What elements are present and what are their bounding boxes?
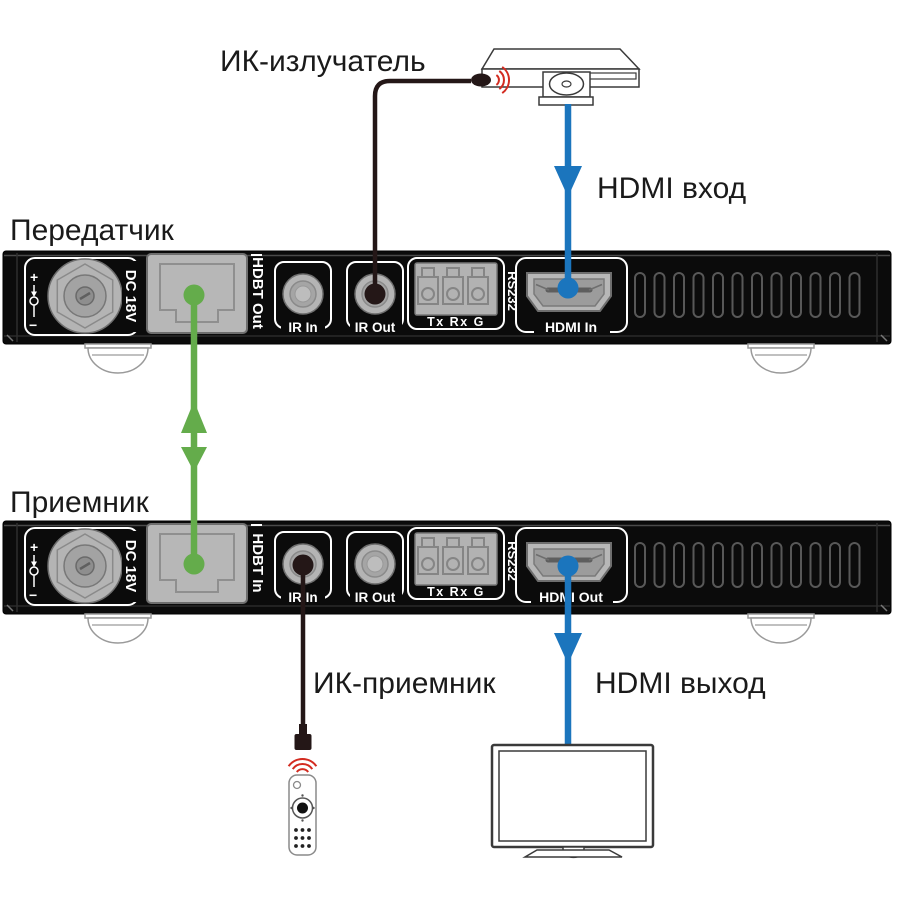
ir-out-group: IR Out — [346, 261, 404, 335]
dc-minus-label: − — [29, 317, 37, 333]
device-foot-right — [747, 343, 815, 374]
receiver-title: Приемник — [10, 486, 150, 519]
ir-out-plug — [364, 283, 386, 305]
hdbt-link-cable — [181, 284, 207, 575]
ir-emitter-callout: ИК-излучатель — [220, 45, 426, 78]
receiver-device: + − DC 18V HDBT In IR In — [2, 520, 892, 644]
hdmi-signal-arrow-icon — [554, 633, 582, 664]
ir-receiver-cable — [287, 554, 318, 773]
ir-signal-waves-icon — [287, 757, 318, 773]
hdmi-input-cable — [554, 104, 582, 299]
ir-out-group: IR Out — [346, 531, 404, 605]
hdbt-in-plug — [183, 553, 205, 575]
ir-in-label: IR In — [288, 320, 317, 335]
transmitter-title: Передатчик — [10, 214, 175, 247]
hdmi-in-plug — [557, 277, 579, 299]
tv-display-icon — [490, 743, 655, 859]
ir-in-group: IR In — [274, 261, 332, 335]
rs232-label: RS232 — [505, 271, 520, 311]
dc-plus-label: + — [30, 269, 38, 285]
ir-in-plug — [292, 554, 314, 576]
dc-power-group: + − DC 18V — [24, 257, 140, 336]
hdmi-out-plug — [557, 555, 579, 577]
remote-control-icon — [288, 774, 317, 856]
hdbt-bidirectional-link-icon — [181, 401, 207, 472]
hdbt-label: HDBT In — [249, 533, 266, 592]
remote-number-buttons — [294, 828, 311, 848]
dvd-player-icon — [480, 48, 641, 106]
hdmi-label: HDMI In — [545, 319, 597, 335]
hdmi-input-callout: HDMI вход — [597, 172, 746, 205]
rs232-label: RS232 — [505, 541, 520, 581]
dc-plus-label: + — [30, 539, 38, 555]
hdbt-out-plug — [183, 284, 205, 306]
hdmi-output-cable — [554, 555, 582, 776]
hdmi-signal-arrow-icon — [554, 166, 582, 197]
ir-signal-waves-icon — [495, 66, 511, 94]
ir-out-label: IR Out — [355, 320, 396, 335]
rs232-pins-label: Tx Rx G — [427, 315, 485, 329]
device-foot-left — [84, 343, 152, 374]
ir-emitter-bulb-icon — [471, 73, 491, 87]
device-foot-left — [84, 613, 152, 644]
ir-emitter-cable — [364, 66, 511, 305]
hdmi-output-callout: HDMI выход — [595, 667, 766, 700]
dc-voltage-label: DC 18V — [122, 270, 139, 323]
rs232-pins-label: Tx Rx G — [427, 585, 485, 599]
transmitter-device: + − DC 18V HDBT Out — [2, 250, 892, 374]
ir-receiver-head-icon — [294, 724, 312, 750]
dc-voltage-label: DC 18V — [122, 540, 139, 593]
device-foot-right — [747, 613, 815, 644]
remote-power-button — [292, 780, 302, 790]
ir-out-label: IR Out — [355, 590, 396, 605]
ir-receiver-callout: ИК-приемник — [313, 667, 496, 700]
dc-minus-label: − — [29, 587, 37, 603]
hdbt-label: HDBT Out — [249, 257, 266, 329]
dc-power-group: + − DC 18V — [24, 527, 140, 606]
